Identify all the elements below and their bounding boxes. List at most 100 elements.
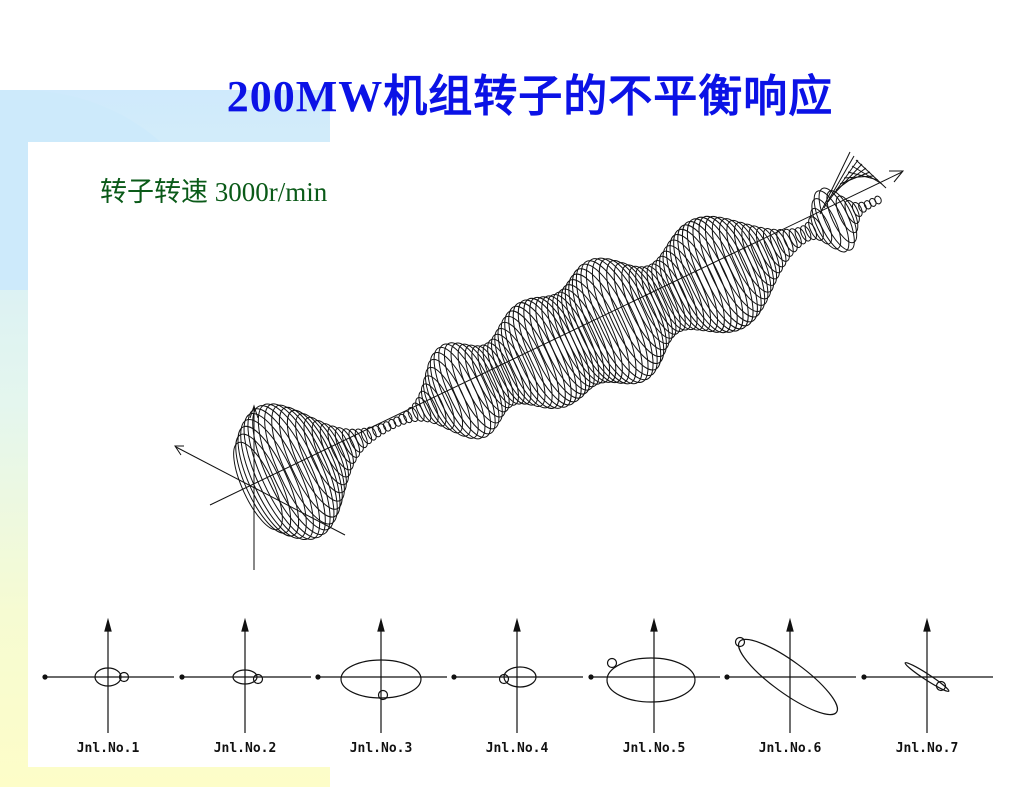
rotor-section-ring xyxy=(863,200,872,210)
rotor-end-stroke xyxy=(851,165,883,185)
rotor-section-ring xyxy=(804,221,817,241)
rotor-section-ring xyxy=(635,266,677,339)
rotor-section-ring xyxy=(755,226,784,274)
rotor-section-ring xyxy=(348,428,364,453)
rotor-section-ring xyxy=(319,423,352,478)
rotor-section-ring xyxy=(598,258,662,371)
rotor-end-stroke xyxy=(819,151,851,215)
rotor-section-ring xyxy=(591,257,658,376)
orbit-axis-tick xyxy=(861,674,867,680)
rotor-section-ring xyxy=(382,421,392,432)
rotor-axis xyxy=(209,171,903,506)
orbit-axis-arrow xyxy=(104,617,112,632)
rotor-section-ring xyxy=(628,265,673,344)
rotor-section-ring xyxy=(810,207,833,245)
rotor-section-ring xyxy=(858,201,867,213)
rotor-section-ring xyxy=(799,225,812,242)
journal-label: Jnl.No.7 xyxy=(896,741,959,756)
orbit-axis-tick xyxy=(724,674,730,680)
rotor-section-ring xyxy=(264,403,335,531)
orbit-phase-marker xyxy=(606,657,618,669)
orbit-axis-arrow xyxy=(241,617,249,632)
journal-label: Jnl.No.3 xyxy=(350,741,413,756)
orbit-ellipse xyxy=(232,669,258,685)
orbit-phase-marker xyxy=(734,636,746,648)
journal-orbit-6 xyxy=(724,617,856,733)
rotor-section-ring xyxy=(471,345,510,413)
rotor-section-ring xyxy=(388,418,397,430)
rotor-section-ring xyxy=(271,404,338,525)
orbit-axis-arrow xyxy=(923,617,931,632)
orbit-axis-arrow xyxy=(377,617,385,632)
orbit-axis-tick xyxy=(42,674,48,680)
rotor-section-ring xyxy=(547,294,600,388)
rotor-section-ring xyxy=(424,366,464,434)
rotor-section-ring xyxy=(457,343,503,424)
rotor-section-ring xyxy=(393,416,402,427)
rotor-section-ring xyxy=(247,408,321,540)
rotor-section-ring xyxy=(360,427,373,445)
rotor-section-ring xyxy=(813,190,850,253)
orbit-phase-marker xyxy=(118,671,130,683)
rotor-section-ring xyxy=(580,260,649,383)
rotor-section-ring xyxy=(422,375,455,430)
y-axis xyxy=(175,446,346,536)
rotor-section-ring xyxy=(606,260,665,364)
rotor-section-ring xyxy=(677,224,738,333)
rotor-section-ring xyxy=(398,413,408,425)
journal-label: Jnl.No.6 xyxy=(759,741,822,756)
rotor-end-stroke xyxy=(855,159,887,189)
rotor-section-ring xyxy=(552,291,605,385)
rotor-section-ring xyxy=(686,218,749,330)
journal-orbit-4 xyxy=(451,617,583,733)
journal-label: Jnl.No.1 xyxy=(77,741,140,756)
rotor-section-ring xyxy=(575,263,643,385)
rotor-section-ring xyxy=(311,420,349,486)
rotor-section-ring xyxy=(372,425,382,438)
orbit-phase-marker xyxy=(498,673,510,685)
rotor-section-ring xyxy=(327,425,354,471)
rotor-section-ring xyxy=(811,198,842,250)
rotor-section-ring xyxy=(450,342,500,430)
rotor-section-ring xyxy=(334,427,357,464)
rotor-section-ring xyxy=(826,190,858,244)
journal-label: Jnl.No.4 xyxy=(486,741,549,756)
orbit-axis-arrow xyxy=(513,617,521,632)
rotor-section-ring xyxy=(354,428,368,449)
rotor-section-ring xyxy=(240,418,307,539)
rotor-section-ring xyxy=(782,228,798,253)
orbit-axis-tick xyxy=(451,674,457,680)
rotor-section-ring xyxy=(692,216,754,327)
rotor-section-ring xyxy=(257,403,331,536)
rotor-section-ring xyxy=(403,410,413,424)
rotor-section-ring xyxy=(621,264,670,351)
orbit-axis-tick xyxy=(179,674,185,680)
orbit-phase-marker xyxy=(377,689,389,701)
orbit-axis-tick xyxy=(588,674,594,680)
rotor-section-ring xyxy=(443,342,496,435)
rotor-section-ring xyxy=(794,227,807,245)
rotor-section-ring xyxy=(698,215,758,323)
rotor-speed-label: 转子转速 3000r/min xyxy=(100,177,328,207)
rotor-section-ring xyxy=(464,344,506,418)
orbit-ellipse xyxy=(94,667,122,687)
rotor-section-ring xyxy=(286,409,343,510)
rotor-section-ring xyxy=(303,416,347,494)
orbit-axis-tick xyxy=(315,674,321,680)
orbit-ellipse xyxy=(904,662,950,692)
orbit-ellipse xyxy=(737,638,839,716)
rotor-section-ring xyxy=(874,195,882,205)
rotor-section-ring xyxy=(252,405,326,539)
rotor-section-ring xyxy=(541,295,595,391)
rotor-section-ring xyxy=(733,221,775,293)
rotor-section-ring xyxy=(366,426,377,441)
rotor-section-ring xyxy=(564,279,623,384)
rotor-end-stroke xyxy=(823,155,855,209)
rotor-section-ring xyxy=(719,218,769,306)
rotor-section-ring xyxy=(477,344,514,409)
rotor-section-ring xyxy=(711,216,766,312)
orbit-phase-marker xyxy=(935,680,947,692)
rotor-section-ring xyxy=(295,413,345,502)
rotor-axis-arrow xyxy=(889,170,905,183)
